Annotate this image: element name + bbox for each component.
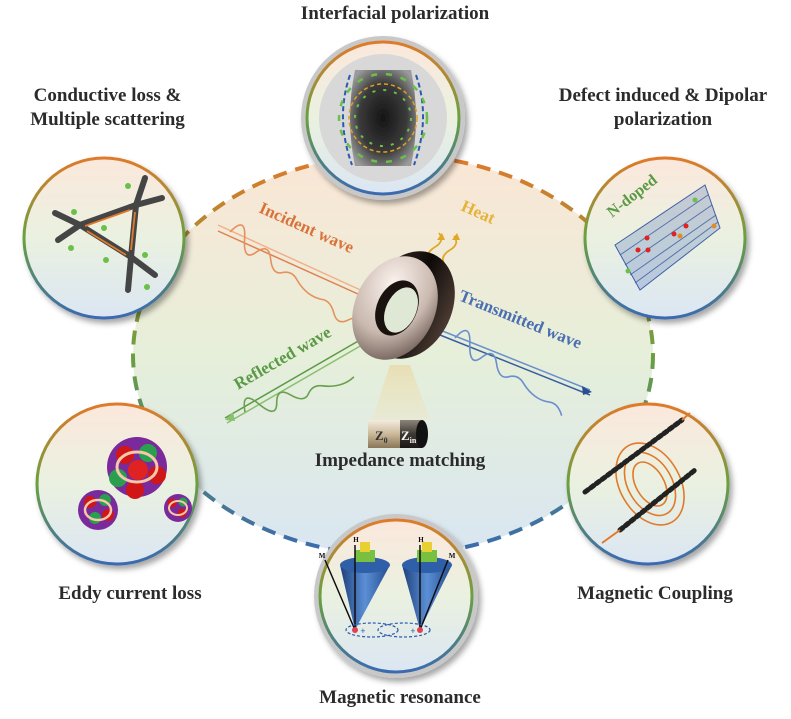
label-impedance-matching: Impedance matching: [314, 450, 486, 471]
nanocluster-large: [107, 437, 167, 499]
moment-m-right: M: [449, 552, 456, 560]
spin-cone-left: [324, 542, 390, 633]
inset-defect-dipolar: N-doped: [583, 156, 747, 320]
label-defect-dipolar-2: polarization: [613, 109, 713, 130]
impedance-cylinder: Z0 Zin: [368, 420, 428, 448]
label-eddy-current-loss: Eddy current loss: [58, 583, 202, 604]
inset-conductive-loss: [22, 156, 186, 320]
z0-label: Z0: [375, 428, 388, 445]
moment-m-left: M: [319, 552, 326, 560]
inset-eddy-current: [35, 402, 199, 566]
plus-left: +: [360, 626, 365, 636]
label-conductive-loss-2: Multiple scattering: [30, 109, 185, 130]
plus-right: +: [410, 626, 415, 636]
label-conductive-loss-1: Conductive loss &: [33, 85, 182, 106]
zin-label: Zin: [401, 428, 417, 445]
absorber-ring: [352, 251, 455, 360]
inset-interfacial-polarization: [301, 36, 465, 200]
inset-magnetic-resonance: H H M M + +: [314, 514, 478, 678]
inset-magnetic-coupling: [566, 402, 730, 566]
field-h-right: H: [418, 536, 424, 544]
field-h-left: H: [353, 536, 359, 544]
label-magnetic-coupling: Magnetic Coupling: [577, 583, 733, 604]
label-interfacial-polarization: Interfacial polarization: [300, 3, 490, 24]
label-magnetic-resonance: Magnetic resonance: [319, 687, 481, 708]
spin-cone-right: [402, 542, 452, 633]
nanocluster-small: [164, 494, 192, 522]
label-defect-dipolar-1: Defect induced & Dipolar: [558, 85, 768, 106]
projection-beam: [372, 365, 430, 420]
nanocluster-medium: [78, 490, 118, 530]
